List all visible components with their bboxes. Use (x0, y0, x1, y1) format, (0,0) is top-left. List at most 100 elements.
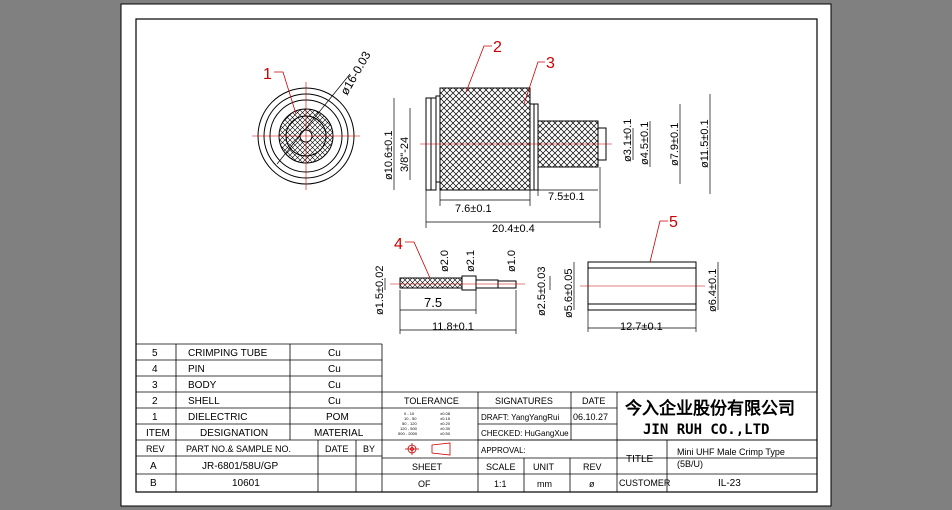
drawing-title: Mini UHF Male Crimp Type (677, 447, 785, 457)
side-view (420, 87, 612, 191)
bom-table-grid (136, 343, 817, 492)
tolerance-table: 0 - 10 10 - 50 50 - 120 120 - 500 500 - … (398, 411, 451, 436)
bom-item-material: Cu (328, 396, 341, 407)
dim-l20-4: 20.4±0.4 (492, 223, 535, 235)
tolerance-label: TOLERANCE (404, 396, 459, 406)
revision-row-a: A JR-6801/58U/GP (150, 461, 278, 472)
drawing-subtitle: (5B/U) (677, 459, 703, 469)
bom-item-material: Cu (328, 380, 341, 391)
pin-view (390, 275, 525, 291)
bom-header-item: ITEM (146, 428, 170, 439)
bom-item-material: POM (326, 412, 349, 423)
rev-header-rev: REV (146, 444, 165, 454)
rev-part-no: JR-6801/58U/GP (202, 461, 278, 472)
tolerance-value: ±0.30 (440, 426, 451, 431)
bom-item-name: SHELL (188, 396, 220, 407)
dim-thread: 3/8"-24 (399, 137, 411, 172)
rev-header-part: PART NO.& SAMPLE NO. (186, 444, 291, 454)
checked-signature: CHECKED: HuGangXue (481, 429, 569, 438)
bom-item-name: PIN (188, 364, 205, 375)
dim-l7-5b: 7.5 (424, 295, 442, 310)
end-view (252, 73, 360, 190)
tolerance-value: ±0.50 (440, 431, 451, 436)
tolerance-value: ±0.20 (440, 421, 451, 426)
dim-d1-0: ø1.0 (506, 250, 518, 272)
approval-label: APPROVAL: (481, 446, 526, 455)
rev-label: REV (583, 462, 602, 472)
callout-3-label: 3 (546, 55, 555, 72)
bom-item-no: 5 (152, 348, 158, 359)
bom-item-name: DIELECTRIC (188, 412, 247, 423)
callout-2-label: 2 (493, 39, 502, 56)
dim-d1-5: ø1.5±0.02 (374, 266, 386, 315)
bom-header-designation: DESIGNATION (200, 428, 268, 439)
date-label: DATE (582, 396, 605, 406)
drawing-border (135, 18, 818, 493)
tolerance-range: 0 - 10 (404, 411, 415, 416)
callout-2: 2 (465, 39, 502, 93)
sheet-label: SHEET (412, 462, 443, 472)
dim-d4-5: ø4.5±0.1 (639, 122, 651, 165)
rev-value: ø (589, 479, 595, 489)
rev-part-no: 10601 (232, 478, 260, 489)
bom-row-1: 1 DIELECTRIC POM (152, 412, 349, 423)
tolerance-value: ±0.08 (440, 411, 451, 416)
callout-4-label: 4 (394, 236, 403, 253)
rev-header-date: DATE (325, 444, 348, 454)
sheet-value: OF (418, 479, 431, 489)
revision-header: REV PART NO.& SAMPLE NO. DATE BY (146, 444, 375, 454)
dim-d2-1: ø2.1 (465, 250, 477, 272)
callout-5: 5 (649, 214, 678, 263)
draft-signature: DRAFT: YangYangRui (481, 413, 559, 422)
callout-1-label: 1 (263, 66, 272, 83)
side-view-dims (393, 94, 711, 228)
tolerance-range: 10 - 50 (404, 416, 417, 421)
title-block-grid (382, 391, 817, 492)
revision-row-b: B 10601 (150, 478, 260, 489)
dim-l11-8: 11.8±0.1 (432, 321, 474, 333)
bom-header: ITEM DESIGNATION MATERIAL (146, 428, 364, 439)
bom-item-name: BODY (188, 380, 217, 391)
dim-d5-6: ø5.6±0.05 (563, 269, 575, 318)
customer-label: CUSTOMER (619, 478, 671, 488)
tolerance-range: 500 - 2000 (398, 431, 418, 436)
bom-item-no: 3 (152, 380, 158, 391)
callout-4: 4 (394, 236, 431, 279)
bom-row-2: 2 SHELL Cu (152, 396, 341, 407)
crimp-tube-view (580, 261, 705, 311)
signatures-label: SIGNATURES (495, 396, 553, 406)
rev-code: A (150, 461, 157, 472)
projection-symbol-icon (405, 442, 451, 456)
tolerance-range: 120 - 500 (400, 426, 418, 431)
bom-item-no: 1 (152, 412, 158, 423)
dim-l7-5: 7.5±0.1 (548, 191, 585, 203)
dim-l7-6: 7.6±0.1 (455, 203, 492, 215)
bom-item-no: 2 (152, 396, 158, 407)
dim-d3-1: ø3.1±0.1 (622, 119, 634, 162)
rev-header-by: BY (363, 444, 375, 454)
bom-item-no: 4 (152, 364, 158, 375)
scale-label: SCALE (486, 462, 516, 472)
bom-row-3: 3 BODY Cu (152, 380, 341, 391)
dim-l12-7: 12.7±0.1 (620, 321, 663, 333)
bom-item-material: Cu (328, 364, 341, 375)
dim-d10-6: ø10.6±0.1 (383, 131, 395, 180)
tolerance-value: ±0.15 (440, 416, 451, 421)
signature-date: 06.10.27 (573, 412, 608, 422)
callout-5-label: 5 (669, 214, 678, 231)
dim-d2-0: ø2.0 (439, 250, 451, 272)
bom-row-5: 5 CRIMPING TUBE Cu (152, 348, 341, 359)
dim-d7-9: ø7.9±0.1 (669, 123, 681, 166)
dim-d6-4: ø6.4±0.1 (707, 269, 719, 312)
unit-value: mm (537, 479, 552, 489)
bom-item-name: CRIMPING TUBE (188, 348, 268, 359)
pin-dims (384, 276, 551, 334)
scale-value: 1:1 (494, 479, 507, 489)
unit-label: UNIT (533, 462, 554, 472)
dim-d2-5: ø2.5±0.03 (536, 267, 548, 316)
callout-1: 1 (263, 66, 297, 115)
tolerance-range: 50 - 120 (402, 421, 417, 426)
bom-row-4: 4 PIN Cu (152, 364, 341, 375)
bom-header-material: MATERIAL (314, 428, 364, 439)
